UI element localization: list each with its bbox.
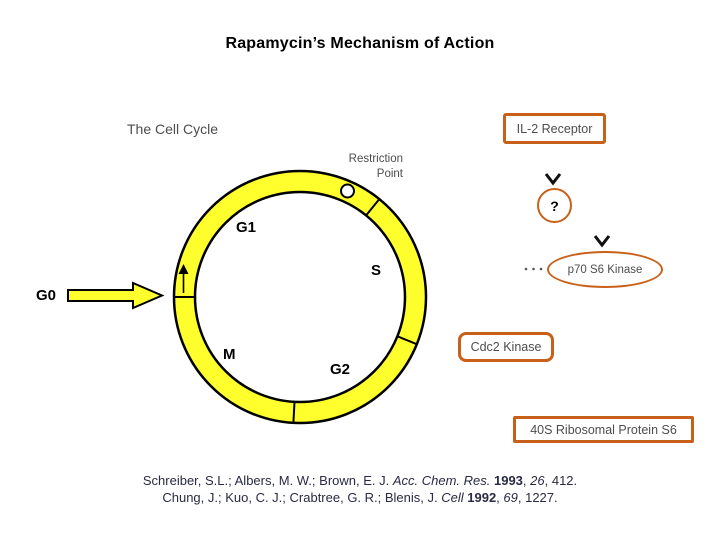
g0-entry-arrow [67,281,165,310]
divider-g1-s [365,198,381,217]
cdc2-kinase-label: Cdc2 Kinase [470,340,542,354]
phase-label-g0: G0 [36,287,57,304]
citation: Schreiber, S.L.; Albers, M. W.; Brown, E… [0,472,720,506]
citation2-pages: , 1227. [517,490,558,505]
p70-s6-kinase-node: p70 S6 Kinase [547,251,663,288]
phase-label-g1: G1 [236,219,257,236]
citation1-year: 1993 [493,473,523,488]
citation2-journal: Cell [441,490,468,505]
unknown-step-node: ? [537,188,572,223]
citation-line-2: Chung, J.; Kuo, C. J.; Crabtree, G. R.; … [0,489,720,506]
ribosomal-protein-box: 40S Ribosomal Protein S6 [513,416,694,443]
citation2-year: 1992 [467,490,497,505]
citation-line-1: Schreiber, S.L.; Albers, M. W.; Brown, E… [0,472,720,489]
divider-g2-m [292,401,296,423]
citation1-volume: 26 [530,473,545,488]
citation2-comma: , [496,490,504,505]
citation1-comma: , [522,473,531,488]
il2-receptor-box: IL-2 Receptor [503,113,606,144]
restriction-point-line1: Restriction [348,153,403,165]
arrow-down-icon [593,235,611,248]
cell-cycle-heading: The Cell Cycle [127,121,219,137]
restriction-point-marker [340,183,355,199]
phase-label-m: M [223,346,236,363]
p70-s6-kinase-label: p70 S6 Kinase [567,263,643,276]
slide-title: Rapamycin’s Mechanism of Action [225,35,495,52]
citation2-authors: Chung, J.; Kuo, C. J.; Crabtree, G. R.; … [162,490,442,505]
cycle-ring-inner [193,190,407,404]
unknown-step-label: ? [550,197,559,214]
arrow-down-icon [544,173,562,186]
phase-label-s: S [371,262,382,279]
dotted-connector [524,267,543,271]
restriction-point-line2: Point [376,168,403,180]
cycle-direction-arrow-icon [178,264,189,293]
ribosomal-protein-label: 40S Ribosomal Protein S6 [530,422,677,437]
cdc2-kinase-box: Cdc2 Kinase [458,332,554,362]
citation1-authors: Schreiber, S.L.; Albers, M. W.; Brown, E… [142,473,393,488]
phase-label-g2: G2 [330,361,351,378]
citation1-pages: , 412. [544,473,578,488]
citation2-volume: 69 [503,490,518,505]
citation1-journal: Acc. Chem. Res. [392,473,494,488]
restriction-point-label: Restriction Point [330,152,403,182]
il2-receptor-label: IL-2 Receptor [516,121,593,136]
divider-s-g2 [397,335,418,346]
